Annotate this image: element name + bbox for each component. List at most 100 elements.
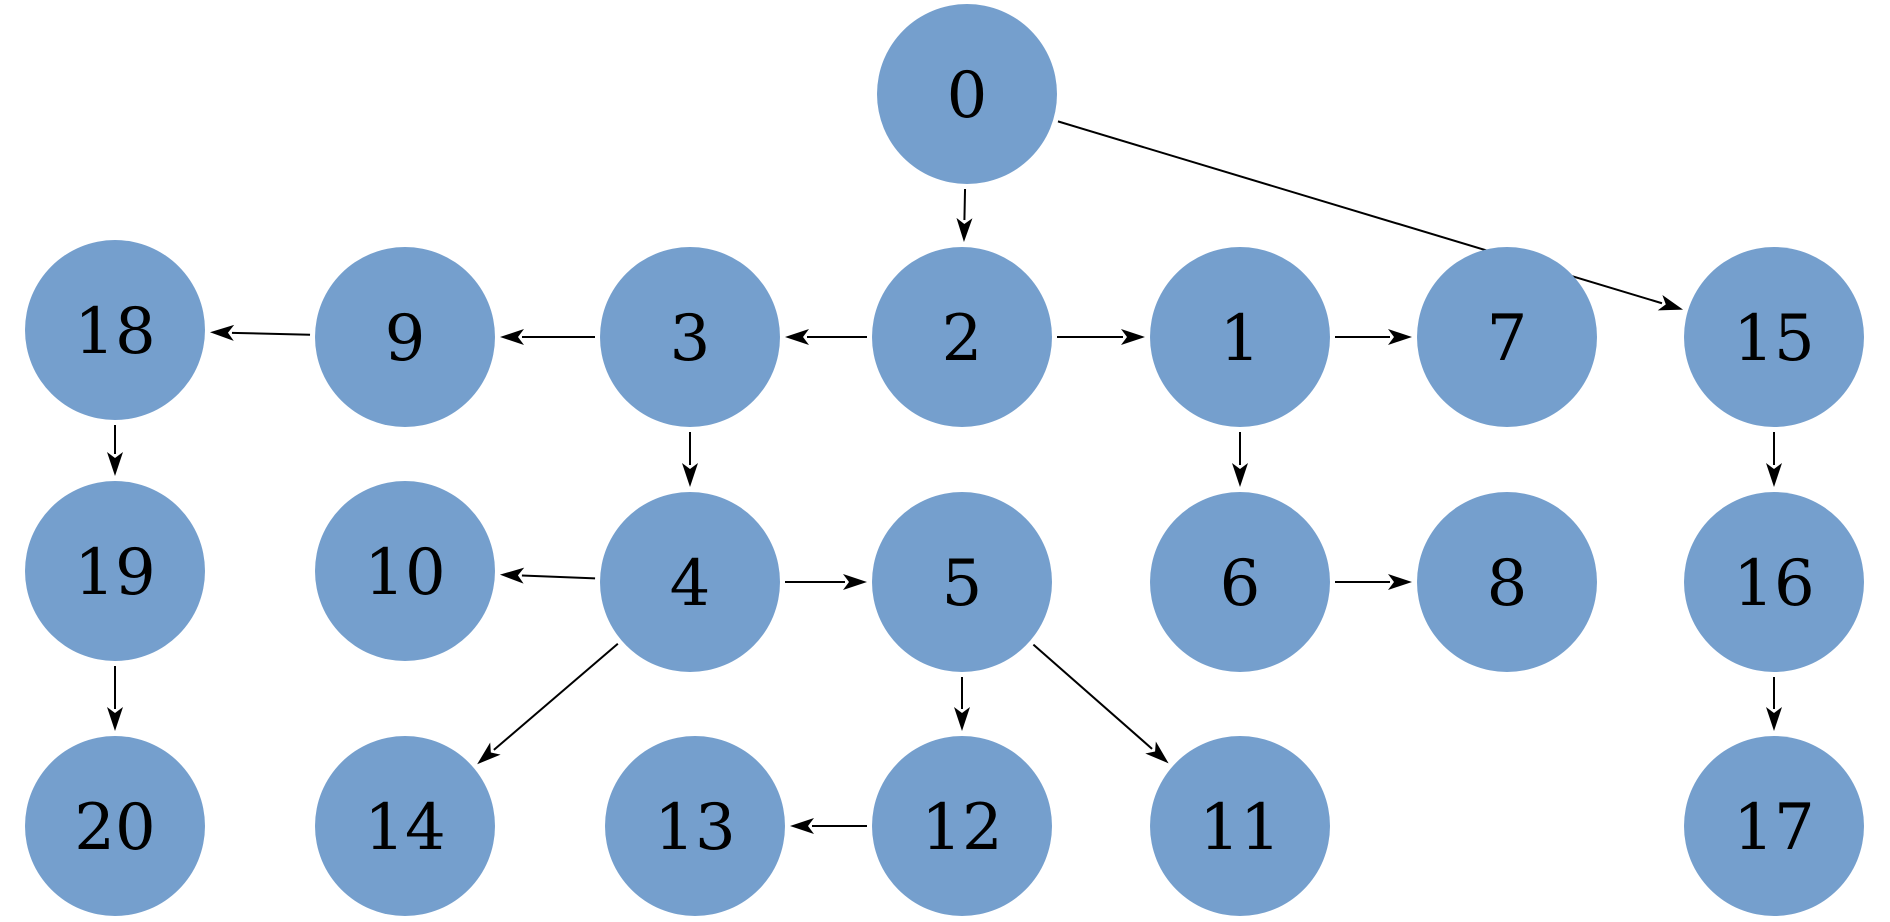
arrowhead bbox=[107, 452, 123, 476]
edge-line bbox=[963, 188, 967, 221]
node-label: 10 bbox=[364, 536, 445, 610]
node-20: 20 bbox=[25, 736, 205, 916]
arrowhead bbox=[107, 707, 123, 731]
edge-0-to-15 bbox=[1057, 120, 1684, 311]
node-circle bbox=[315, 481, 495, 661]
node-circle bbox=[25, 736, 205, 916]
node-circle bbox=[872, 247, 1052, 427]
node-circle bbox=[25, 481, 205, 661]
node-circle bbox=[25, 240, 205, 420]
edge-0-to-2 bbox=[956, 188, 973, 243]
node-label: 18 bbox=[74, 295, 155, 369]
node-label: 15 bbox=[1733, 302, 1814, 376]
edge-3-to-4 bbox=[682, 432, 698, 487]
node-4: 4 bbox=[600, 492, 780, 672]
node-18: 18 bbox=[25, 240, 205, 420]
node-circle bbox=[877, 4, 1057, 184]
arrowhead bbox=[954, 707, 970, 731]
node-label: 1 bbox=[1220, 302, 1261, 376]
edge-18-to-19 bbox=[107, 425, 123, 476]
node-0: 0 bbox=[877, 4, 1057, 184]
edge-15-to-16 bbox=[1766, 432, 1782, 487]
edge-6-to-8 bbox=[1335, 574, 1412, 590]
node-label: 9 bbox=[385, 302, 426, 376]
node-label: 16 bbox=[1733, 547, 1814, 621]
node-label: 3 bbox=[670, 302, 711, 376]
node-19: 19 bbox=[25, 481, 205, 661]
edge-line bbox=[1032, 643, 1153, 750]
node-8: 8 bbox=[1417, 492, 1597, 672]
node-13: 13 bbox=[605, 736, 785, 916]
node-15: 15 bbox=[1684, 247, 1864, 427]
node-label: 13 bbox=[654, 791, 735, 865]
edge-3-to-9 bbox=[500, 329, 595, 345]
node-circle bbox=[1684, 492, 1864, 672]
node-circle bbox=[1150, 492, 1330, 672]
node-label: 2 bbox=[942, 302, 983, 376]
node-9: 9 bbox=[315, 247, 495, 427]
edge-1-to-6 bbox=[1232, 432, 1248, 487]
arrowhead bbox=[682, 463, 698, 487]
edge-1-to-7 bbox=[1335, 329, 1412, 345]
arrowhead bbox=[477, 742, 501, 765]
node-circle bbox=[1150, 736, 1330, 916]
arrowhead bbox=[1121, 329, 1145, 345]
node-circle bbox=[1417, 492, 1597, 672]
node-label: 14 bbox=[364, 791, 445, 865]
node-label: 0 bbox=[947, 59, 988, 133]
node-label: 20 bbox=[74, 791, 155, 865]
edge-line bbox=[493, 643, 619, 751]
node-17: 17 bbox=[1684, 736, 1864, 916]
node-label: 8 bbox=[1487, 547, 1528, 621]
arrowhead bbox=[209, 324, 235, 341]
node-label: 12 bbox=[921, 791, 1002, 865]
arrowhead bbox=[843, 574, 867, 590]
edge-2-to-1 bbox=[1057, 329, 1145, 345]
edge-line bbox=[231, 331, 311, 336]
edge-4-to-5 bbox=[785, 574, 867, 590]
arrowhead bbox=[1657, 295, 1684, 311]
arrowhead bbox=[785, 329, 809, 345]
node-16: 16 bbox=[1684, 492, 1864, 672]
arrowhead bbox=[790, 818, 814, 834]
node-circle bbox=[1150, 247, 1330, 427]
node-circle bbox=[315, 247, 495, 427]
node-circle bbox=[315, 736, 495, 916]
edge-16-to-17 bbox=[1766, 677, 1782, 731]
node-label: 11 bbox=[1199, 791, 1280, 865]
edge-2-to-3 bbox=[785, 329, 867, 345]
node-11: 11 bbox=[1150, 736, 1330, 916]
node-label: 7 bbox=[1487, 302, 1528, 376]
node-circle bbox=[1417, 247, 1597, 427]
node-3: 3 bbox=[600, 247, 780, 427]
edge-19-to-20 bbox=[107, 666, 123, 731]
node-circle bbox=[872, 492, 1052, 672]
node-14: 14 bbox=[315, 736, 495, 916]
node-5: 5 bbox=[872, 492, 1052, 672]
node-label: 17 bbox=[1733, 791, 1814, 865]
arrowhead bbox=[1766, 707, 1782, 731]
edge-5-to-11 bbox=[1032, 643, 1169, 764]
arrowhead bbox=[1232, 463, 1248, 487]
node-1: 1 bbox=[1150, 247, 1330, 427]
edge-4-to-10 bbox=[499, 567, 596, 584]
node-circle bbox=[1684, 247, 1864, 427]
arrowhead bbox=[1766, 463, 1782, 487]
node-6: 6 bbox=[1150, 492, 1330, 672]
node-label: 5 bbox=[942, 547, 983, 621]
edge-12-to-13 bbox=[790, 818, 867, 834]
edge-5-to-12 bbox=[954, 677, 970, 731]
arrowhead bbox=[1145, 741, 1169, 764]
edge-4-to-14 bbox=[477, 643, 619, 765]
edges-layer bbox=[107, 120, 1782, 834]
node-circle bbox=[605, 736, 785, 916]
node-10: 10 bbox=[315, 481, 495, 661]
node-label: 19 bbox=[74, 536, 155, 610]
edge-line bbox=[521, 574, 596, 580]
arrowhead bbox=[956, 217, 973, 243]
node-circle bbox=[600, 492, 780, 672]
arrowhead bbox=[499, 567, 525, 584]
arrowhead bbox=[1388, 329, 1412, 345]
